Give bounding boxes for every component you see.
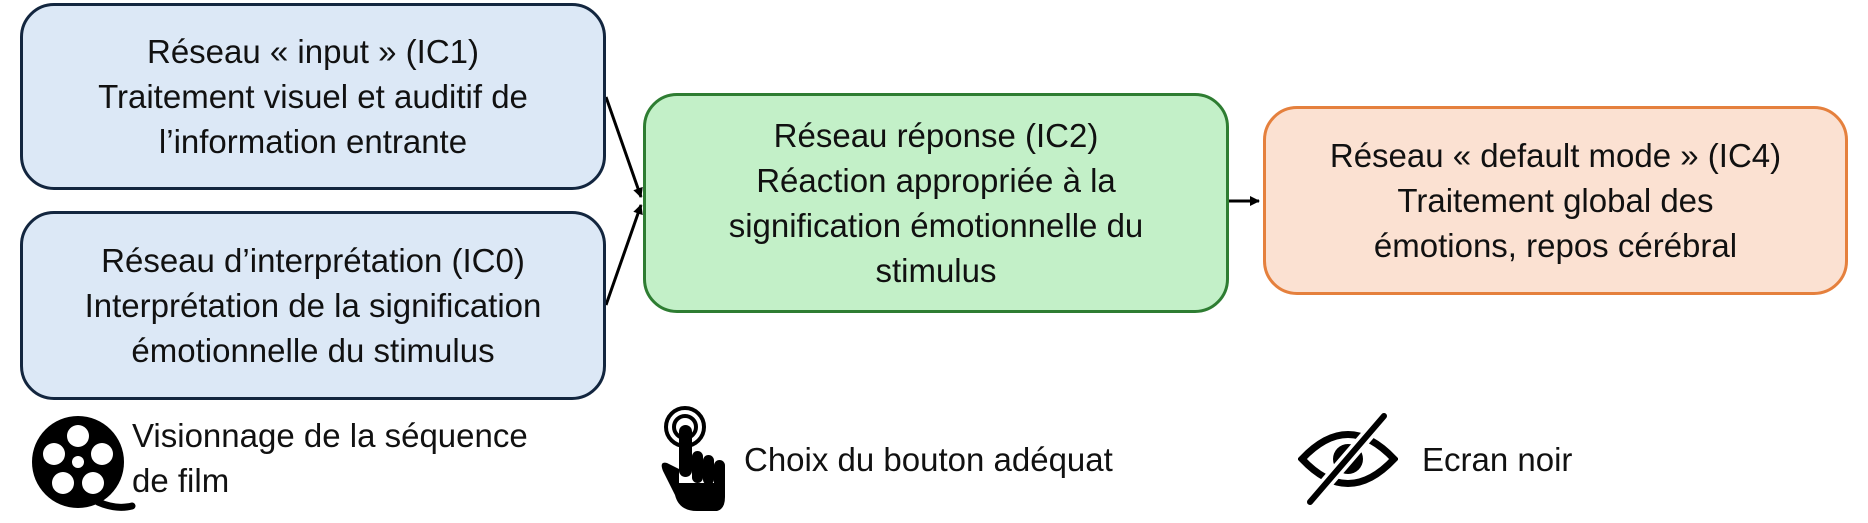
ic2-title: Réseau réponse (IC2)	[773, 117, 1099, 154]
finger-press-icon	[661, 406, 725, 511]
network-box-ic4: Réseau « default mode » (IC4) Traitement…	[1263, 106, 1848, 295]
ic4-desc-line2: émotions, repos cérébral	[1373, 227, 1738, 264]
network-box-ic1: Réseau « input » (IC1) Traitement visuel…	[20, 3, 606, 190]
ic1-desc-line1: Traitement visuel et auditif de	[98, 78, 528, 115]
network-box-ic0: Réseau d’interprétation (IC0) Interpréta…	[20, 211, 606, 400]
legend-film-line2: de film	[132, 462, 230, 499]
ic1-title: Réseau « input » (IC1)	[146, 33, 479, 70]
legend-film-label: Visionnage de la séquence de film	[132, 413, 528, 503]
legend-button-label: Choix du bouton adéquat	[744, 441, 1113, 478]
ic0-desc-line1: Interprétation de la signification	[84, 287, 542, 324]
ic0-title: Réseau d’interprétation (IC0)	[101, 242, 525, 279]
legend-screen-label: Ecran noir	[1422, 441, 1573, 478]
ic4-title: Réseau « default mode » (IC4)	[1329, 137, 1782, 174]
film-reel-icon	[32, 416, 136, 511]
ic2-desc-line2: signification émotionnelle du	[728, 207, 1144, 244]
network-box-ic2: Réseau réponse (IC2) Réaction appropriée…	[643, 93, 1229, 313]
ic2-desc-line1: Réaction appropriée à la	[756, 162, 1116, 199]
arrow-ic1-to-ic2	[604, 96, 643, 198]
ic1-desc-line2: l’information entrante	[158, 123, 468, 160]
eye-slash-icon	[1298, 412, 1398, 507]
ic2-desc-line3: stimulus	[875, 252, 997, 289]
ic0-desc-line2: émotionnelle du stimulus	[131, 332, 495, 369]
arrow-ic0-to-ic2	[604, 204, 643, 306]
legend-film-line1: Visionnage de la séquence	[132, 417, 528, 454]
ic4-desc-line1: Traitement global des	[1397, 182, 1714, 219]
